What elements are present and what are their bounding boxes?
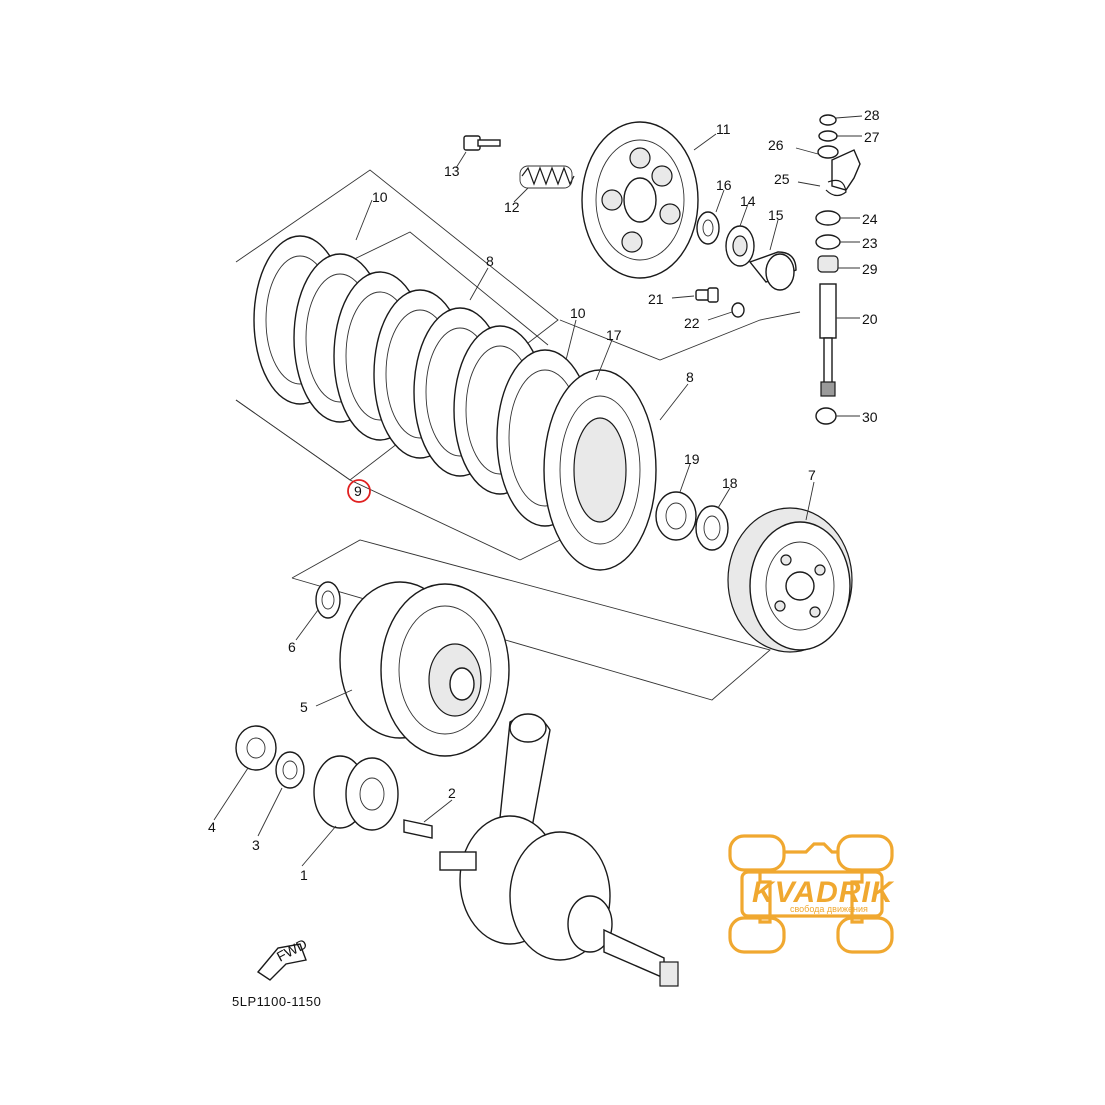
part-label-24[interactable]: 24 (862, 211, 878, 227)
part-label-15[interactable]: 15 (768, 207, 784, 223)
part-label-1[interactable]: 1 (300, 867, 308, 883)
part-label-16[interactable]: 16 (716, 177, 732, 193)
part-label-29[interactable]: 29 (862, 261, 878, 277)
part-label-4[interactable]: 4 (208, 819, 216, 835)
primary-drive-gear-1 (313, 755, 399, 831)
part-label-28[interactable]: 28 (864, 107, 880, 123)
bearing-assembly (696, 211, 797, 291)
part-label-11[interactable]: 11 (716, 121, 731, 137)
washer-6 (315, 581, 341, 619)
highlight-ring-part-9 (347, 479, 371, 503)
bolt-21 (695, 287, 745, 318)
part-label-17[interactable]: 17 (606, 327, 622, 343)
clutch-housing-5 (339, 581, 510, 757)
lock-washer-18 (695, 505, 729, 551)
kvadrik-logo: KVADRIK свобода движения (728, 834, 895, 954)
part-label-19[interactable]: 19 (684, 451, 700, 467)
part-label-22[interactable]: 22 (684, 315, 700, 331)
crankshaft (439, 713, 679, 987)
logo-brand: KVADRIK (752, 876, 895, 909)
part-label-13[interactable]: 13 (444, 163, 460, 179)
part-label-8-upper[interactable]: 8 (486, 253, 494, 269)
clutch-plate-stack (253, 235, 657, 571)
part-label-5[interactable]: 5 (300, 699, 308, 715)
part-label-2[interactable]: 2 (448, 785, 456, 801)
nut-4 (235, 725, 277, 771)
part-label-10-upper[interactable]: 10 (372, 189, 388, 205)
part-label-23[interactable]: 23 (862, 235, 878, 251)
nut-19 (655, 491, 697, 541)
part-label-7[interactable]: 7 (808, 467, 816, 483)
pressure-plate (581, 121, 699, 279)
part-label-27[interactable]: 27 (864, 129, 880, 145)
part-label-18[interactable]: 18 (722, 475, 738, 491)
part-label-14[interactable]: 14 (740, 193, 756, 209)
clutch-boss-7 (727, 507, 853, 653)
part-label-26[interactable]: 26 (768, 137, 784, 153)
part-label-25[interactable]: 25 (774, 171, 790, 187)
part-label-12[interactable]: 12 (504, 199, 520, 215)
drawing-code: 5LP1100-1150 (232, 994, 321, 1009)
part-label-9[interactable]: 9 (354, 483, 362, 499)
fwd-arrow-icon: FWD (256, 936, 310, 981)
part-label-3[interactable]: 3 (252, 837, 260, 853)
logo-tagline: свобода движения (790, 904, 868, 914)
bolt-13 (463, 135, 501, 151)
part-label-21[interactable]: 21 (648, 291, 664, 307)
spring-12 (519, 165, 575, 189)
part-label-20[interactable]: 20 (862, 311, 878, 327)
part-label-30[interactable]: 30 (862, 409, 878, 425)
push-lever-shaft (815, 114, 861, 425)
lock-washer-3 (275, 751, 305, 789)
part-label-8-lower[interactable]: 8 (686, 369, 694, 385)
key-2 (403, 819, 433, 839)
housing-group-bracket (291, 539, 771, 701)
part-label-10-lower[interactable]: 10 (570, 305, 586, 321)
part-labels: 1 2 3 4 5 6 7 8 8 9 10 10 11 12 13 14 15… (208, 107, 880, 883)
part-label-6[interactable]: 6 (288, 639, 296, 655)
leader-lines (213, 115, 863, 867)
